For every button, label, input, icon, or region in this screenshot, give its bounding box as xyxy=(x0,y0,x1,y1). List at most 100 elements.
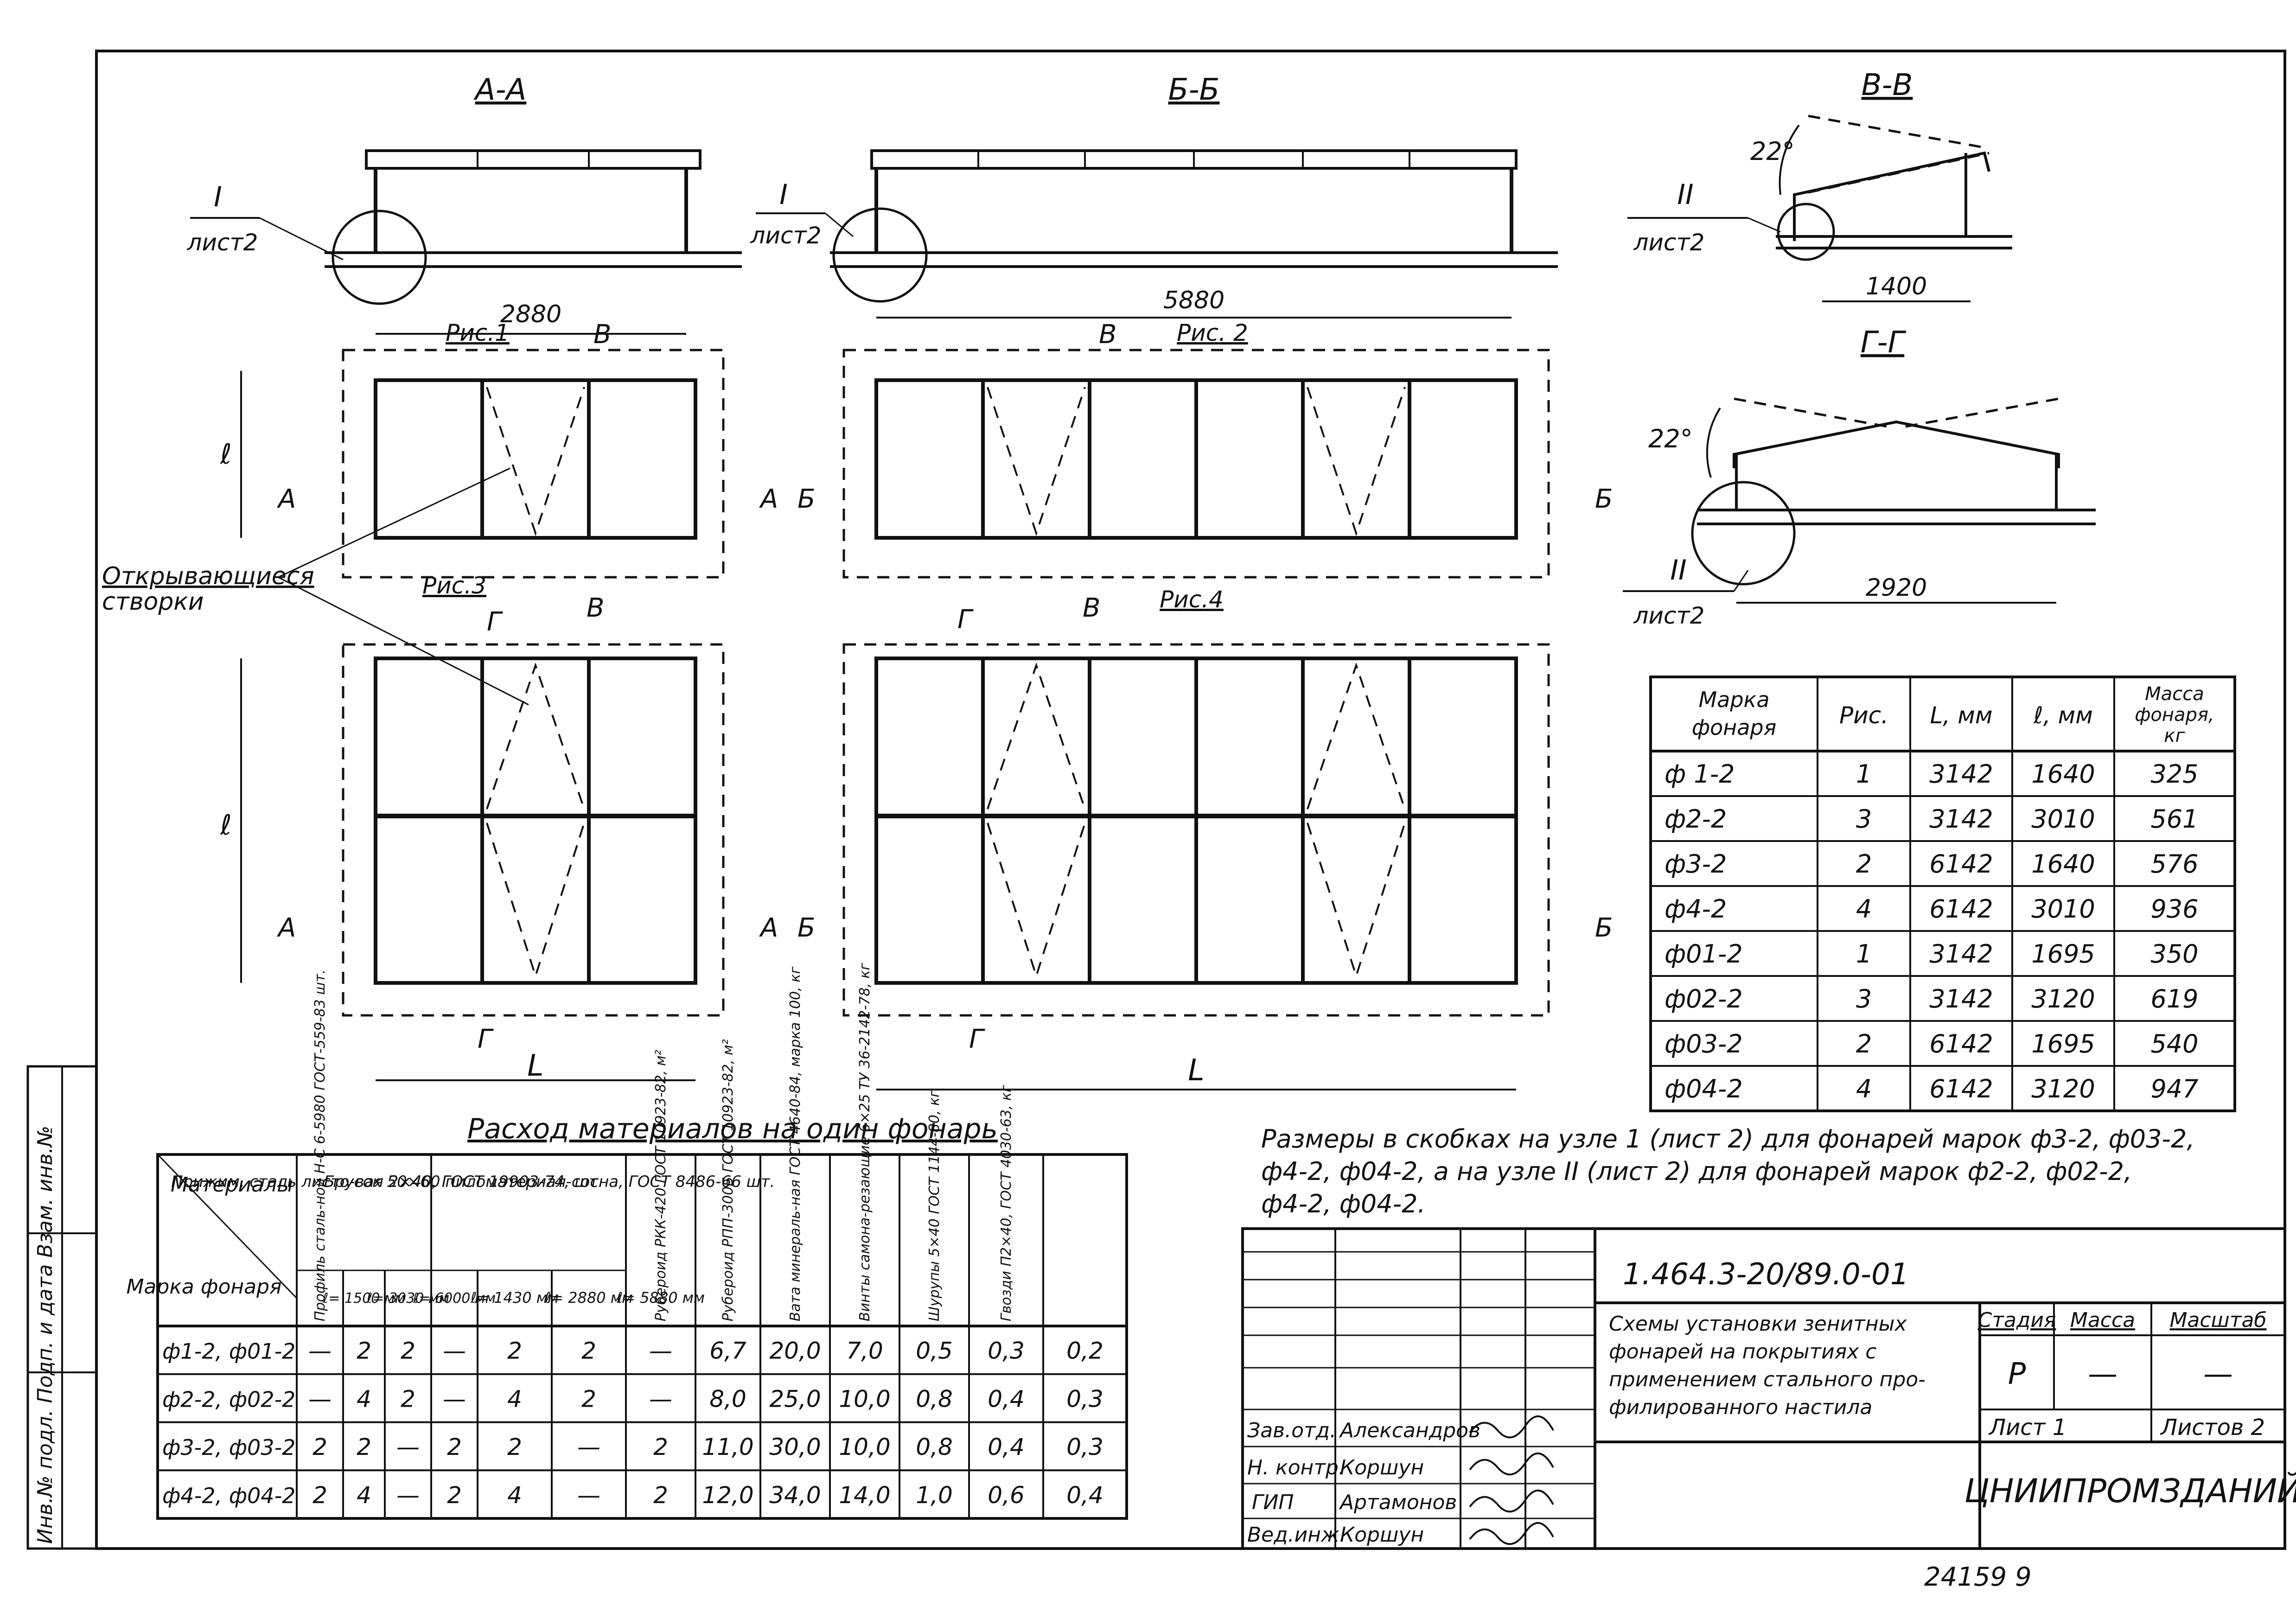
materials-col-profile: Профиль сталь-ной Н-С 6-5980 ГОСТ-559-83… xyxy=(312,969,328,1321)
svg-text:ГИП: ГИП xyxy=(1252,1491,1294,1514)
dim-fig3-length: L xyxy=(527,1049,544,1083)
svg-text:лист2: лист2 xyxy=(1633,229,1705,256)
figure-4: Рис.4 Г Б Б Г L xyxy=(797,586,1613,1090)
materials-cell-3-7: 2 xyxy=(653,1482,668,1509)
materials-cell-0-9: 20,0 xyxy=(769,1338,821,1364)
materials-cell-1-1: — xyxy=(308,1385,332,1412)
figure-1: Рис.1 ℓ А А В В xyxy=(220,319,778,623)
materials-cell-2-6: — xyxy=(577,1434,600,1460)
lantern-cell-3-0: ф4-2 xyxy=(1665,894,1727,924)
lantern-header-2: L, мм xyxy=(1930,702,1992,729)
materials-cell-1-2: 4 xyxy=(357,1385,371,1412)
lantern-cell-3-4: 936 xyxy=(2150,894,2198,924)
materials-cell-3-9: 34,0 xyxy=(769,1482,821,1509)
svg-text:Г: Г xyxy=(487,607,503,637)
scale-value: — xyxy=(2203,1357,2233,1391)
materials-col-nails: Шурупы 5×40 ГОСТ 1144-80, кг xyxy=(926,1090,943,1321)
signature-4 xyxy=(1469,1522,1554,1545)
materials-cell-2-7: 2 xyxy=(653,1434,668,1460)
opening-sashes-line1: Открывающиеся xyxy=(102,562,314,590)
lantern-cell-2-4: 576 xyxy=(2150,849,2198,879)
svg-text:Коршун: Коршун xyxy=(1340,1456,1424,1479)
stage-label: Стадия xyxy=(1978,1308,2056,1332)
dim-aa-width: 2880 xyxy=(500,300,561,328)
lantern-cell-5-2: 3142 xyxy=(1929,984,1993,1014)
section-aa: А-А 2880 I лист2 xyxy=(187,73,742,335)
materials-cell-1-3: 2 xyxy=(401,1385,415,1412)
materials-cell-0-1: — xyxy=(308,1338,332,1364)
section-aa-title: А-А xyxy=(473,73,527,107)
lantern-cell-1-3: 3010 xyxy=(2031,804,2095,834)
materials-cell-0-10: 7,0 xyxy=(846,1338,883,1364)
svg-text:Артамонов: Артамонов xyxy=(1339,1491,1457,1514)
lantern-cell-4-4: 350 xyxy=(2150,939,2198,969)
lantern-cell-4-3: 1695 xyxy=(2031,939,2095,969)
side-stamp: Инв.№ подл. Подп. и дата Взам. инв.№ xyxy=(33,1126,57,1544)
sheet-count: Листов 2 xyxy=(2160,1415,2265,1441)
materials-cell-2-8: 11,0 xyxy=(702,1434,753,1460)
lantern-cell-4-1: 1 xyxy=(1856,939,1872,969)
materials-cell-2-0: ф3-2, ф03-2 xyxy=(162,1435,295,1460)
svg-text:А: А xyxy=(277,484,296,514)
angle-vv: 22° xyxy=(1750,137,1795,166)
materials-cell-0-2: 2 xyxy=(357,1338,371,1364)
sheet-frame xyxy=(95,50,2286,1550)
materials-cell-1-5: 4 xyxy=(507,1385,522,1412)
materials-title: Расход материалов на один фонарь xyxy=(467,1113,998,1145)
lantern-cell-3-2: 6142 xyxy=(1929,894,1993,924)
document-code: 1.464.3-20/89.0-01 xyxy=(1623,1257,1909,1292)
fig3-label: Рис.3 xyxy=(422,572,486,599)
materials-cell-0-6: 2 xyxy=(581,1338,596,1364)
svg-text:II: II xyxy=(1670,554,1686,587)
materials-col-ruberoid: Рубероид РКК-420 ГОСТ 10923-82, м² xyxy=(653,1050,669,1321)
lantern-cell-5-0: ф02-2 xyxy=(1665,984,1743,1014)
lantern-cell-7-1: 4 xyxy=(1856,1074,1872,1103)
lantern-cell-0-4: 325 xyxy=(2150,759,2198,789)
dim-gg-width: 2920 xyxy=(1866,574,1927,602)
svg-text:лист2: лист2 xyxy=(750,222,822,249)
lantern-cell-0-2: 3142 xyxy=(1929,759,1993,789)
materials-cell-0-11: 0,5 xyxy=(916,1338,953,1364)
lantern-cell-6-1: 2 xyxy=(1856,1029,1872,1058)
materials-corner-bottom: Марка фонаря xyxy=(126,1275,281,1299)
materials-corner-top: Материалы xyxy=(171,1173,293,1197)
materials-cell-3-6: — xyxy=(577,1482,600,1509)
materials-col-clamp: Прижим, сталь листо-вая 2×40, ГОСТ 19903… xyxy=(171,1173,603,1191)
materials-cell-0-0: ф1-2, ф01-2 xyxy=(162,1339,295,1364)
materials-bar-sub-1: ℓ= 2880 мм xyxy=(544,1289,633,1307)
lantern-cell-6-3: 1695 xyxy=(2031,1029,2095,1058)
lantern-cell-0-3: 1640 xyxy=(2031,759,2095,789)
figure-2: Рис. 2 Б Б В В xyxy=(797,319,1613,623)
materials-cell-2-1: 2 xyxy=(313,1434,327,1460)
svg-text:Б: Б xyxy=(797,484,815,514)
materials-bar-sub-2: ℓ= 5880 мм xyxy=(616,1289,705,1307)
materials-cell-2-11: 0,8 xyxy=(916,1434,953,1460)
svg-text:лист2: лист2 xyxy=(1633,602,1705,629)
materials-col-screws: Винты самона-резающие 6×25 ТУ 36-2142-78… xyxy=(857,963,873,1321)
materials-cell-0-8: 6,7 xyxy=(709,1338,746,1364)
svg-text:Г: Г xyxy=(969,1024,985,1054)
lantern-cell-0-0: ф 1-2 xyxy=(1665,759,1735,789)
dimensions-note: Размеры в скобках на узле 1 (лист 2) для… xyxy=(1261,1124,2194,1218)
figure-3: Рис.3 Г ℓ А А Г L xyxy=(220,572,778,1083)
section-gg-title: Г-Г xyxy=(1861,325,1907,360)
svg-text:А: А xyxy=(759,484,778,514)
materials-cell-2-12: 0,4 xyxy=(988,1434,1025,1460)
svg-text:А: А xyxy=(277,913,296,943)
lantern-cell-0-1: 1 xyxy=(1856,759,1872,789)
lantern-header-3: ℓ, мм xyxy=(2033,702,2093,729)
materials-cell-1-4: — xyxy=(443,1385,466,1412)
materials-cell-1-13: 0,3 xyxy=(1066,1385,1103,1412)
section-bb-title: Б-Б xyxy=(1168,73,1220,107)
materials-cell-1-0: ф2-2, ф02-2 xyxy=(162,1387,295,1412)
signature-2 xyxy=(1469,1452,1554,1476)
svg-text:В: В xyxy=(1083,593,1100,623)
lantern-cell-1-1: 3 xyxy=(1856,804,1872,834)
lantern-cell-2-3: 1640 xyxy=(2031,849,2095,879)
section-vv: В-В 22° 1400 II лист2 xyxy=(1627,68,2012,302)
lantern-cell-2-1: 2 xyxy=(1856,849,1872,879)
materials-cell-2-3: — xyxy=(396,1434,420,1460)
fig2-label: Рис. 2 xyxy=(1177,319,1248,346)
materials-cell-3-10: 14,0 xyxy=(839,1482,890,1509)
